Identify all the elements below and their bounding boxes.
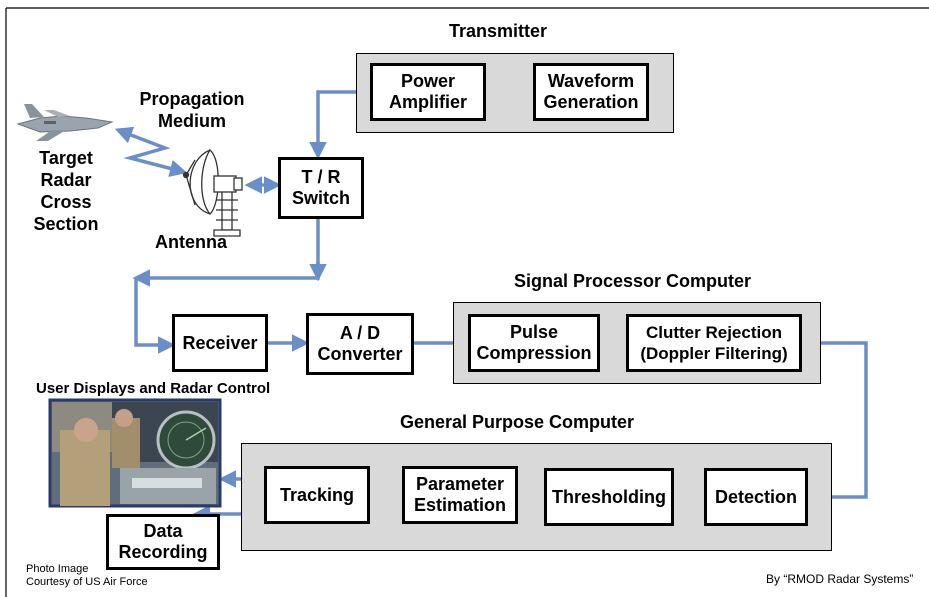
propagation-zigzag xyxy=(114,126,188,177)
waveform-generation-block: Waveform Generation xyxy=(533,63,649,121)
tr-switch-block: T / R Switch xyxy=(278,157,364,219)
attribution-text: By “RMOD Radar Systems” xyxy=(766,572,914,586)
radar-console-photo xyxy=(48,398,222,508)
arrow-down-to-receiver xyxy=(134,278,176,354)
arrow-clutter-to-detection xyxy=(800,341,868,506)
arrow-pa-to-tr xyxy=(309,90,372,160)
transmitter-title: Transmitter xyxy=(449,21,548,41)
propagation-medium-label: Propagation Medium xyxy=(139,89,245,131)
data-recording-block: Data Recording xyxy=(106,514,220,570)
user-displays-label: User Displays and Radar Control xyxy=(36,380,271,397)
photo-credit: Photo Image Courtesy of US Air Force xyxy=(26,563,148,588)
thresholding-block: Thresholding xyxy=(544,468,674,526)
target-rcs-label: Target Radar Cross Section xyxy=(33,148,99,234)
ad-converter-block: A / D Converter xyxy=(306,313,414,375)
arrow-return-line xyxy=(132,262,320,287)
clutter-rejection-block: Clutter Rejection (Doppler Filtering) xyxy=(626,314,802,372)
signal-processor-title: Signal Processor Computer xyxy=(514,271,752,291)
antenna-label: Antenna xyxy=(155,232,227,252)
pulse-compression-block: Pulse Compression xyxy=(468,314,600,372)
parameter-estimation-block: Parameter Estimation xyxy=(402,466,518,524)
general-purpose-title: General Purpose Computer xyxy=(400,412,635,432)
receiver-block: Receiver xyxy=(172,314,268,372)
radar-dish-icon xyxy=(182,149,243,237)
fighter-jet-icon xyxy=(16,104,114,141)
tracking-block: Tracking xyxy=(264,466,370,524)
power-amplifier-block: Power Amplifier xyxy=(370,63,486,121)
detection-block: Detection xyxy=(704,468,808,526)
